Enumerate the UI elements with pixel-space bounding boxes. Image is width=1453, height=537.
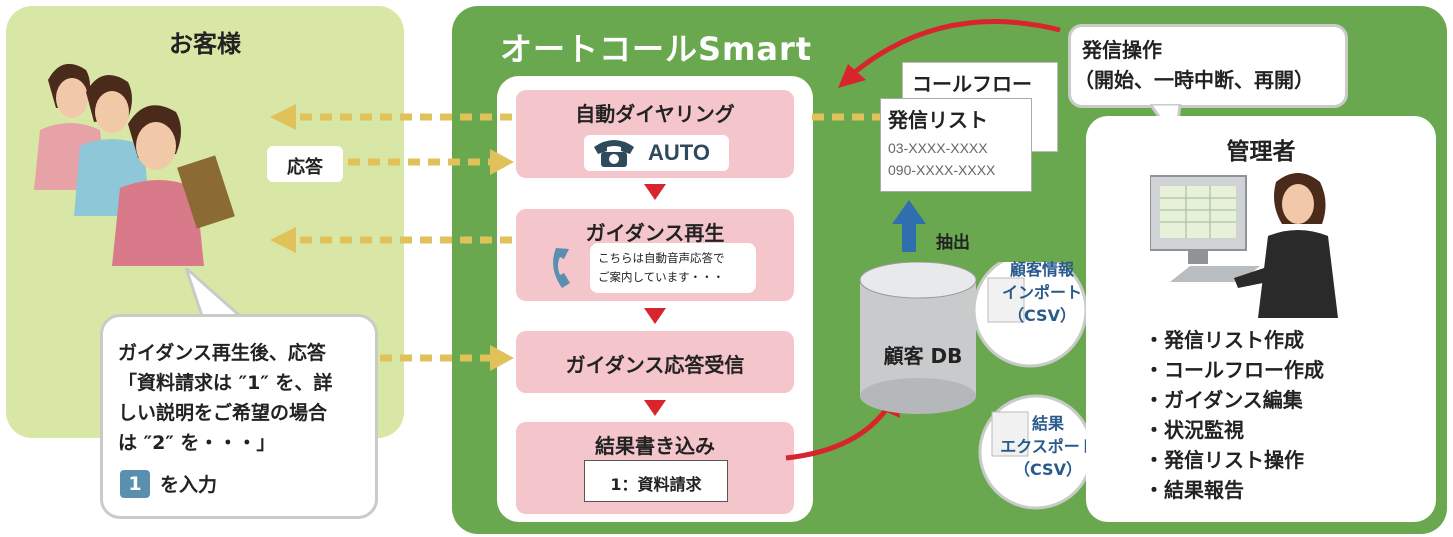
import-document-icon [987, 277, 1025, 323]
administrator-illustration [1150, 173, 1338, 318]
auto-label: AUTO [648, 140, 710, 165]
export-line-1: 結果 [1031, 414, 1064, 433]
flow-arrow-1 [644, 184, 666, 200]
call-list-label: 発信リスト [888, 108, 988, 132]
result-to-db-curve-arrow [785, 402, 893, 461]
guidance-message-text: こちらは自動音声応答で ご案内しています・・・ [598, 249, 754, 287]
step-write-result-label: 結果書き込み [595, 434, 715, 458]
handset-icon [553, 248, 570, 288]
admin-title: 管理者 [1226, 139, 1296, 165]
result-value: 1：資料請求 [610, 475, 702, 494]
key-input-label: を入力 [160, 474, 218, 496]
customer-callout [100, 314, 378, 519]
import-line-1: 顧客情報 [1009, 260, 1074, 279]
callout-line-1: ガイダンス再生後、応答 [118, 342, 326, 364]
telephone-icon [594, 140, 634, 167]
extract-arrowhead [892, 200, 926, 224]
export-bubble-text: 結果 エクスポート （CSV） [988, 412, 1108, 481]
result-box [584, 460, 728, 502]
extract-arrow-shaft [902, 222, 916, 252]
operation-line-2: （開始、一時中断、再開） [1074, 68, 1314, 92]
customers-illustration [34, 63, 235, 266]
system-title: オートコールSmart [500, 30, 813, 68]
database-cylinder-icon [860, 262, 977, 414]
export-line-3: （CSV） [1014, 460, 1082, 479]
step-guidance-response-label: ガイダンス応答受信 [565, 353, 745, 377]
step-guidance-response: ガイダンス応答受信 [516, 331, 794, 393]
callout-line-3: しい説明をご希望の場合 [118, 402, 328, 424]
import-line-3: （CSV） [1008, 306, 1076, 325]
admin-task-2: ・コールフロー作成 [1144, 358, 1324, 382]
call-list-number-1: 03-XXXX-XXXX [888, 140, 988, 156]
guidance-message-bubble [590, 243, 756, 293]
callout-pointer [184, 268, 244, 318]
response-tag [267, 146, 343, 182]
response-label: 応答 [287, 157, 323, 178]
monitor-icon [1150, 175, 1260, 282]
arrowhead-input-to-receive [490, 345, 514, 371]
import-line-2: インポート [1001, 283, 1082, 302]
admin-task-3: ・ガイダンス編集 [1144, 388, 1303, 412]
step-guidance-playback-label: ガイダンス再生 [585, 221, 725, 245]
operation-callout [1068, 24, 1348, 108]
operation-curve-arrowhead [838, 64, 866, 88]
admin-task-4: ・状況監視 [1144, 418, 1244, 442]
call-flow-label: コールフロー [912, 72, 1032, 96]
customer-title: お客様 [169, 30, 241, 58]
admin-task-5: ・発信リスト操作 [1144, 448, 1304, 472]
guidance-message-line-1: こちらは自動音声応答で [598, 251, 725, 265]
customer-person-middle [74, 74, 150, 216]
guidance-message-line-2: ご案内しています・・・ [598, 270, 725, 284]
export-document-icon [991, 411, 1029, 457]
step-auto-dialing-label: 自動ダイヤリング [575, 102, 735, 126]
flow-arrow-3 [644, 400, 666, 416]
call-list-card [880, 98, 1032, 192]
operation-line-1: 発信操作 [1082, 38, 1162, 62]
key-one-icon: 1 [120, 470, 150, 498]
extract-label: 抽出 [936, 233, 970, 253]
arrowhead-guidance-to-customer [270, 227, 296, 253]
call-list-number-2: 090-XXXX-XXXX [888, 162, 996, 178]
customer-db-label: 顧客 DB [883, 344, 963, 368]
admin-panel [1086, 116, 1436, 522]
administrator-person [1234, 173, 1338, 318]
arrowhead-response-to-dial [490, 149, 514, 175]
admin-task-6: ・結果報告 [1144, 478, 1244, 502]
import-bubble-text: 顧客情報 インポート （CSV） [994, 258, 1090, 327]
operation-curve-arrow [848, 19, 1061, 78]
flow-arrow-2 [644, 308, 666, 324]
callout-line-4: は ″2″ を・・・」 [118, 432, 276, 454]
callout-line-2: 「資料請求は ″1″ を、詳 [118, 372, 333, 394]
customer-person-front [112, 105, 235, 266]
arrowhead-dial-to-customer [270, 104, 296, 130]
export-line-2: エクスポート [1000, 437, 1096, 456]
admin-task-1: ・発信リスト作成 [1144, 328, 1304, 352]
